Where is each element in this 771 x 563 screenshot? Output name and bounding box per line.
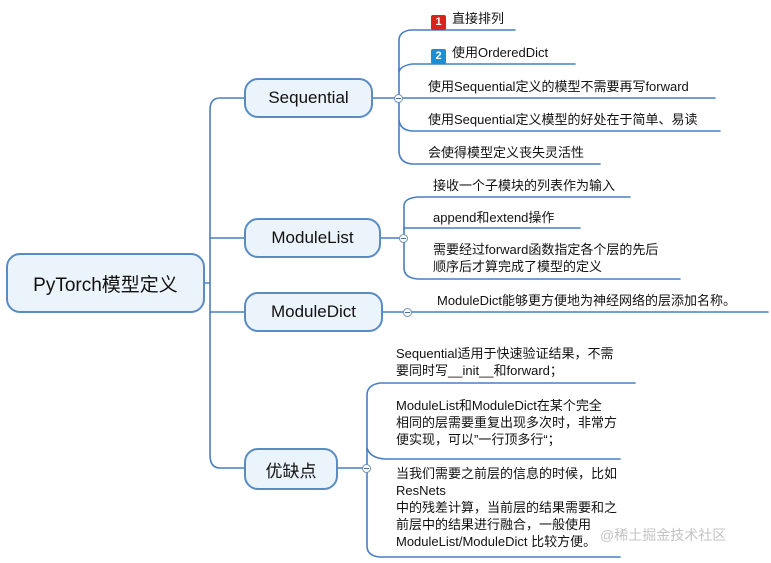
collapse-toggle-moduledict[interactable] <box>403 308 412 317</box>
leaf-text: 会使得模型定义丧失灵活性 <box>428 145 585 160</box>
leaf-text: append和extend操作 <box>433 210 555 225</box>
number-badge-2-icon: 2 <box>431 49 446 64</box>
leaf-text: 使用Sequential定义模型的好处在于简单、易读 <box>428 112 698 127</box>
leaf-text-line: 相同的层需要重复出现多次时，非常方 <box>396 415 618 430</box>
leaf-sequential-2: 2 使用OrderedDict <box>431 44 548 64</box>
leaf-moduledict-1: ModuleDict能够更方便地为神经网络的层添加名称。 <box>437 292 736 309</box>
sequential-curve-5 <box>398 119 601 165</box>
root-node[interactable]: PyTorch模型定义 <box>6 253 205 313</box>
leaf-text: 接收一个子模块的列表作为输入 <box>433 178 616 193</box>
leaf-proscons-2: ModuleList和ModuleDict在某个完全 相同的层需要重复出现多次时… <box>396 397 617 448</box>
modulelist-curve-3 <box>403 237 681 280</box>
leaf-proscons-1: Sequential适用于快速验证结果，不需 要同时写__init__和forw… <box>396 345 613 379</box>
collapse-toggle-sequential[interactable] <box>394 94 403 103</box>
leaf-modulelist-3: 需要经过forward函数指定各个层的先后 顺序后才算完成了模型的定义 <box>433 241 658 275</box>
modulelist-curve-1 <box>403 196 631 239</box>
leaf-text-line: 便实现，可以”一行顶多行“； <box>396 432 561 447</box>
sequential-curve-1 <box>398 29 516 99</box>
leaf-text-line: Sequential适用于快速验证结果，不需 <box>396 346 614 361</box>
leaf-text-line: 需要经过forward函数指定各个层的先后 <box>433 242 659 257</box>
leaf-text: 使用OrderedDict <box>452 45 549 60</box>
proscons-curve-2 <box>366 447 621 460</box>
modulelist-curve-2 <box>403 227 581 231</box>
sequential-curve-2 <box>398 63 576 73</box>
branch-label: 优缺点 <box>265 461 317 481</box>
leaf-text-line: 要同时写__init__和forward； <box>396 363 563 378</box>
number-badge-1-icon: 1 <box>431 15 446 30</box>
leaf-modulelist-2: append和extend操作 <box>433 209 554 226</box>
leaf-text: 使用Sequential定义的模型不需要再写forward <box>428 79 689 94</box>
branch-label: ModuleDict <box>270 302 357 321</box>
branch-node-modulelist[interactable]: ModuleList <box>244 218 381 258</box>
branch-node-sequential[interactable]: Sequential <box>244 78 373 118</box>
collapse-toggle-proscons[interactable] <box>362 464 371 473</box>
root-label: PyTorch模型定义 <box>33 274 178 296</box>
root-connector-2 <box>209 282 245 469</box>
branch-node-proscons[interactable]: 优缺点 <box>244 448 338 490</box>
watermark: @稀土掘金技术社区 <box>600 527 727 543</box>
leaf-text: 直接排列 <box>452 11 505 26</box>
leaf-text-line: ModuleList和ModuleDict在某个完全 <box>396 398 602 413</box>
branch-node-moduledict[interactable]: ModuleDict <box>244 292 383 332</box>
branch-label: Sequential <box>268 88 349 107</box>
leaf-proscons-3: 当我们需要之前层的信息的时候，比如 ResNets 中的残差计算，当前层的结果需… <box>396 465 617 550</box>
leaf-text-line: ModuleList/ModuleDict 比较方便。 <box>396 534 597 549</box>
leaf-text-line: ResNets <box>396 483 446 498</box>
leaf-sequential-4: 使用Sequential定义模型的好处在于简单、易读 <box>428 111 697 128</box>
branch-label: ModuleList <box>271 228 354 247</box>
proscons-curve-1 <box>366 382 636 469</box>
proscons-curve-3 <box>366 467 621 558</box>
leaf-text-line: 顺序后才算完成了模型的定义 <box>433 259 603 274</box>
leaf-text-line: 中的残差计算，当前层的结果需要和之 <box>396 500 618 515</box>
leaf-sequential-3: 使用Sequential定义的模型不需要再写forward <box>428 78 689 95</box>
leaf-sequential-5: 会使得模型定义丧失灵活性 <box>428 144 584 161</box>
leaf-text: ModuleDict能够更方便地为神经网络的层添加名称。 <box>437 293 737 308</box>
leaf-text-line: 当我们需要之前层的信息的时候，比如 <box>396 466 618 481</box>
leaf-sequential-1: 1 直接排列 <box>431 10 504 30</box>
leaf-text-line: 前层中的结果进行融合，一般使用 <box>396 517 592 532</box>
root-connector <box>204 97 245 284</box>
leaf-modulelist-1: 接收一个子模块的列表作为输入 <box>433 177 615 194</box>
collapse-toggle-modulelist[interactable] <box>399 234 408 243</box>
